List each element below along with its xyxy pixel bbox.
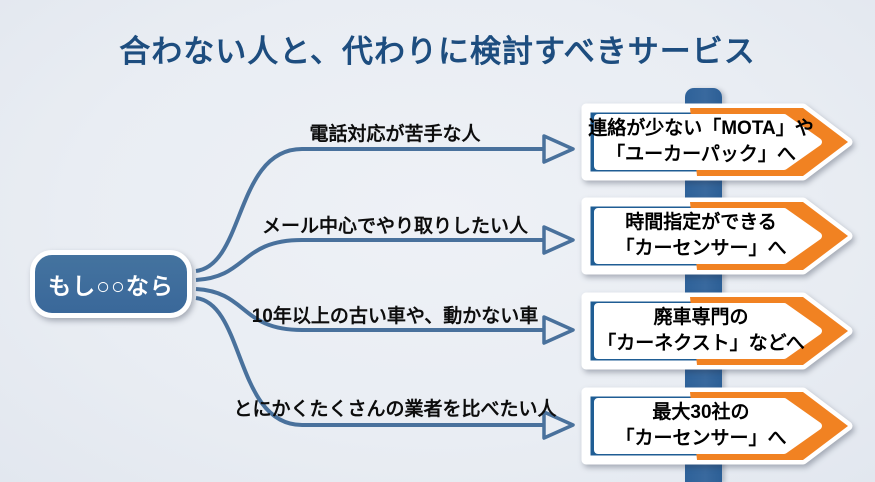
branch-condition-label-3: 10年以上の古い車や、動かない車: [251, 306, 539, 327]
signpost-arrow-shape: [581, 103, 853, 181]
arrowhead-icon: [542, 315, 575, 345]
connector-line-2: [195, 238, 545, 282]
root-node: もし○○なら: [30, 250, 192, 318]
arrowhead-icon: [542, 225, 575, 255]
signpost-sign-4: 最大30社の 「カーセンサー」へ: [576, 387, 854, 465]
connector-line-1: [195, 147, 545, 273]
branch-condition-label-2: メール中心でやり取りしたい人: [261, 216, 528, 237]
sign-label-3: 廃車専門の 「カーネクスト」などへ: [597, 307, 805, 354]
arrowhead-icon: [542, 134, 575, 164]
signpost-sign-3: 廃車専門の 「カーネクスト」などへ: [576, 292, 854, 370]
signpost-sign-1: 連絡が少ない「MOTA」や 「ユーカーパック」へ: [576, 103, 854, 181]
connector-line-4: [195, 296, 545, 427]
root-node-label: もし○○なら: [48, 273, 174, 299]
page-title: 合わない人と、代わりに検討すべきサービス: [119, 34, 756, 69]
signpost-arrow-shape: [581, 292, 853, 370]
sign-label-1: 連絡が少ない「MOTA」や 「ユーカーパック」へ: [588, 118, 814, 165]
branch-condition-label-4: とにかくたくさんの業者を比べたい人: [233, 399, 557, 420]
connector-line-3: [195, 287, 545, 332]
arrowhead-icon: [542, 410, 575, 440]
branch-condition-label-1: 電話対応が苦手な人: [309, 124, 481, 145]
sign-label-4: 最大30社の 「カーセンサー」へ: [615, 402, 787, 449]
signpost-arrow-shape: [581, 387, 853, 465]
signpost-sign-2: 時間指定ができる 「カーセンサー」へ: [576, 197, 854, 275]
sign-label-2: 時間指定ができる 「カーセンサー」へ: [615, 212, 787, 259]
signpost-arrow-shape: [581, 197, 853, 275]
